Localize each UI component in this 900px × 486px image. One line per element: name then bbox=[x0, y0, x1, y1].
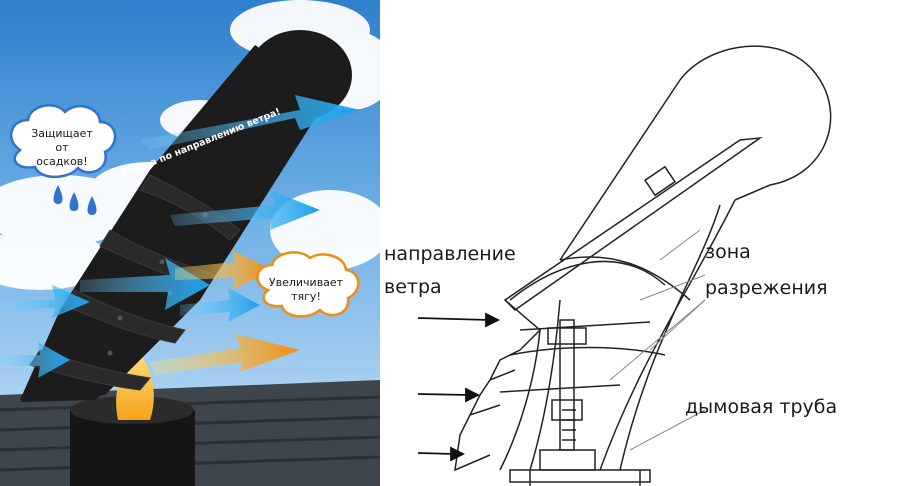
wind-arrow bbox=[170, 190, 320, 230]
pipe-outline bbox=[529, 470, 641, 486]
rain-drops bbox=[53, 185, 97, 215]
label-wind-direction-2: ветра bbox=[384, 276, 442, 298]
label-zone-1: зона bbox=[705, 241, 751, 263]
cloud-draft-line-2: тягу! bbox=[291, 290, 321, 303]
wind-arrow bbox=[0, 342, 70, 378]
chimney-pipe-photo bbox=[70, 396, 195, 486]
label-zone-2: разрежения bbox=[705, 277, 828, 299]
louver-step bbox=[504, 299, 542, 351]
louver-step bbox=[468, 379, 501, 417]
cloud-protects-line-1: Защищает bbox=[31, 127, 93, 140]
cloud-draft-line-1: Увеличивает bbox=[269, 276, 344, 289]
vane-head-outline bbox=[679, 45, 832, 201]
cloud-draft: Увеличивает тягу! bbox=[256, 251, 360, 318]
label-wind-direction-1: направление bbox=[384, 243, 516, 265]
wind-arrow bbox=[140, 95, 360, 150]
label-chimney-pipe: дымовая труба bbox=[685, 396, 837, 418]
louver-body bbox=[509, 260, 666, 301]
louver-step bbox=[454, 414, 491, 472]
wind-arrow bbox=[0, 285, 90, 318]
draft-arrow bbox=[175, 250, 272, 290]
wind-input-arrows bbox=[417, 312, 501, 462]
draft-arrows bbox=[150, 250, 300, 375]
cloud-protects: Защищает от осадков! bbox=[9, 104, 117, 179]
wind-arrow bbox=[180, 288, 260, 322]
cloud-protects-line-3: осадков! bbox=[36, 155, 87, 168]
photo-panel: Защищает от осадков! Увеличивает тягу! В… bbox=[0, 0, 380, 486]
cloud-protects-line-2: от bbox=[55, 141, 69, 154]
draft-arrow bbox=[150, 334, 300, 375]
